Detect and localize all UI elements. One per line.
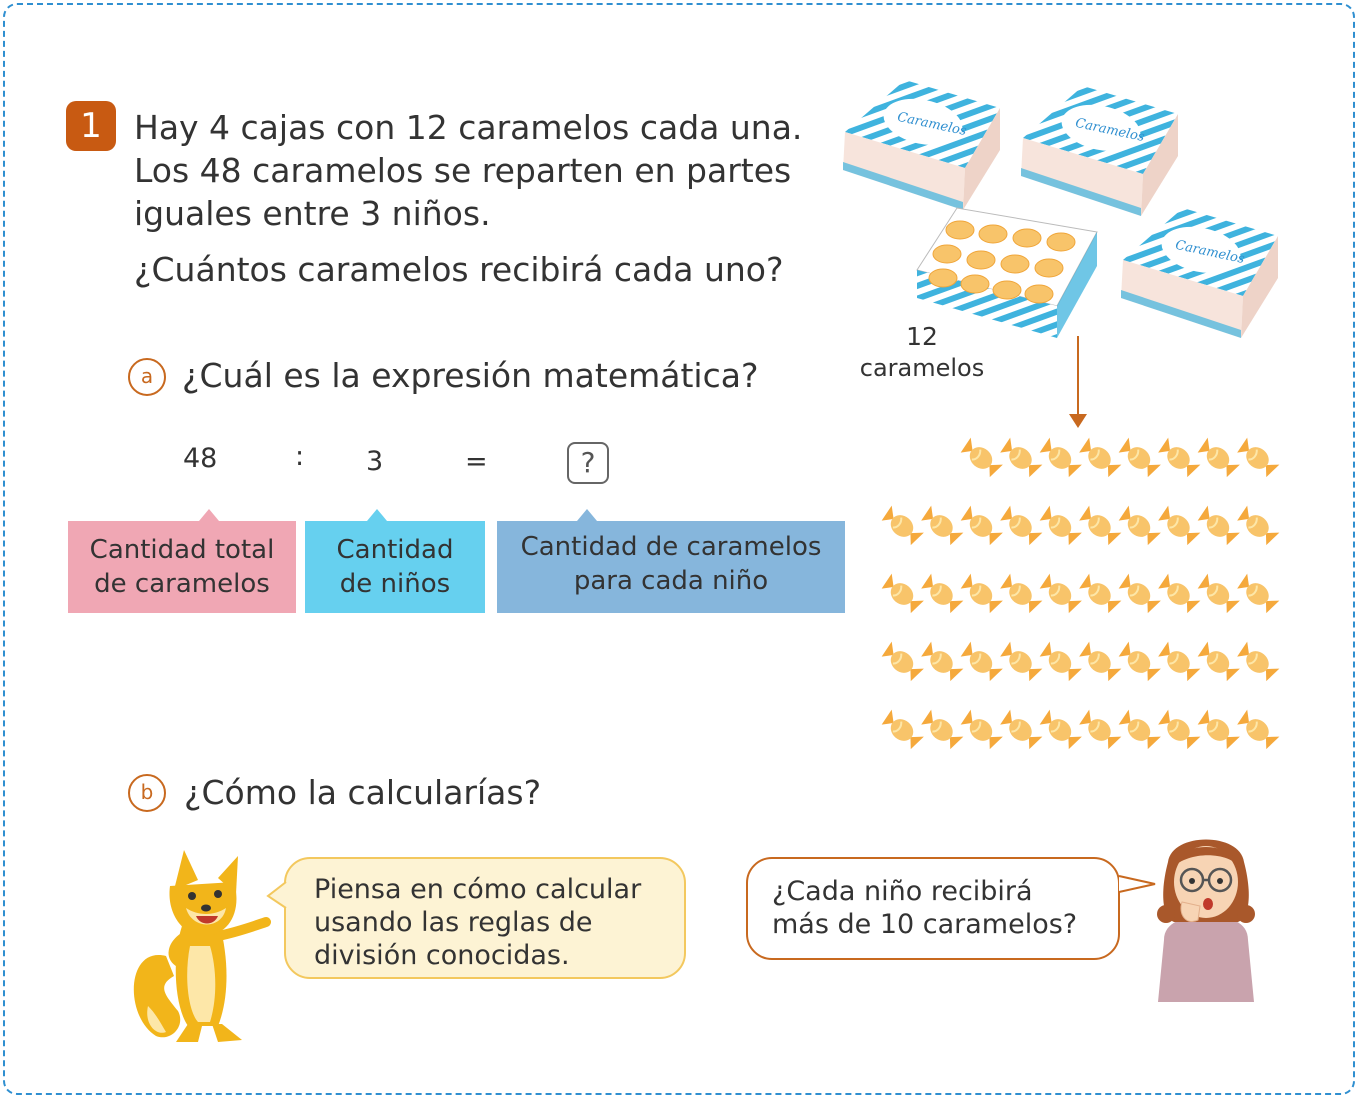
candy-48 — [1237, 709, 1280, 750]
candy-10 — [921, 505, 964, 546]
label-total-line1: Cantidad total — [89, 535, 275, 565]
part-a-question: ¿Cuál es la expresión matemática? — [182, 356, 759, 395]
part-b-question: ¿Cómo la calcularías? — [184, 773, 542, 812]
candy-36 — [1158, 641, 1201, 682]
candy-24 — [1079, 573, 1122, 614]
candy-13 — [1039, 505, 1082, 546]
candy-32 — [1000, 641, 1043, 682]
fox-bubble-line-2: usando las reglas de — [314, 907, 593, 938]
candy-28 — [1237, 573, 1280, 614]
expression-divisor: 3 — [366, 446, 384, 477]
candy-16 — [1158, 505, 1201, 546]
page-frame — [3, 3, 1355, 1095]
candy-11 — [960, 505, 1003, 546]
girl-bubble-tail — [1118, 875, 1156, 893]
fox-bubble-line-3: división conocidas. — [314, 940, 570, 971]
candy-37 — [1197, 641, 1240, 682]
candy-1 — [960, 437, 1003, 478]
candy-25 — [1118, 573, 1161, 614]
down-arrow — [1069, 336, 1087, 428]
candy-31 — [960, 641, 1003, 682]
girl-bubble-line-2: más de 10 caramelos? — [772, 909, 1078, 940]
caption-word: caramelos — [859, 354, 985, 382]
candy-15 — [1118, 505, 1161, 546]
candy-boxes-illustration: Caramelos — [843, 80, 1278, 338]
fox-bubble-tail — [266, 881, 287, 909]
candy-40 — [921, 709, 964, 750]
label-candies-per-child: Cantidad de caramelos para cada niño — [497, 509, 845, 613]
candy-9 — [881, 505, 924, 546]
closed-candy-box-1 — [843, 80, 1000, 210]
candy-12 — [1000, 505, 1043, 546]
closed-candy-box-2 — [1021, 86, 1178, 216]
expression-equals: = — [465, 446, 488, 477]
problem-line-1: Hay 4 cajas con 12 caramelos cada una. — [134, 108, 803, 147]
candy-43 — [1039, 709, 1082, 750]
fox-character — [133, 850, 271, 1042]
label-total-candies: Cantidad total de caramelos — [68, 509, 296, 613]
candy-26 — [1158, 573, 1201, 614]
girl-speech-bubble: ¿Cada niño recibirá más de 10 caramelos? — [746, 857, 1120, 960]
candy-4 — [1079, 437, 1122, 478]
label-number-of-children: Cantidad de niños — [305, 509, 485, 613]
closed-candy-box-3 — [1121, 208, 1278, 338]
candy-5 — [1118, 437, 1161, 478]
candy-44 — [1079, 709, 1122, 750]
candy-18 — [1237, 505, 1280, 546]
problem-line-2: Los 48 caramelos se reparten en partes — [134, 151, 792, 190]
part-a-marker: a — [128, 358, 166, 396]
expression-operator: : — [295, 441, 305, 472]
candy-14 — [1079, 505, 1122, 546]
candy-22 — [1000, 573, 1043, 614]
candy-8 — [1237, 437, 1280, 478]
candy-29 — [881, 641, 924, 682]
open-candy-box — [916, 207, 1098, 338]
label-children-line2: de niños — [339, 569, 451, 599]
candy-7 — [1197, 437, 1240, 478]
candy-38 — [1237, 641, 1280, 682]
expression-total: 48 — [183, 443, 218, 474]
unknown-answer-box: ? — [567, 442, 609, 484]
candy-41 — [960, 709, 1003, 750]
problem-number-badge: 1 — [66, 101, 116, 151]
label-children-line1: Cantidad — [336, 535, 454, 565]
candy-20 — [921, 573, 964, 614]
candy-19 — [881, 573, 924, 614]
candy-34 — [1079, 641, 1122, 682]
candy-47 — [1197, 709, 1240, 750]
candy-35 — [1118, 641, 1161, 682]
candy-23 — [1039, 573, 1082, 614]
candy-17 — [1197, 505, 1240, 546]
candy-33 — [1039, 641, 1082, 682]
candy-6 — [1158, 437, 1201, 478]
label-total-line2: de caramelos — [94, 569, 270, 599]
candy-45 — [1118, 709, 1161, 750]
fox-speech-bubble: Piensa en cómo calcular usando las regla… — [284, 857, 686, 979]
part-b-marker: b — [128, 774, 166, 812]
candy-46 — [1158, 709, 1201, 750]
candy-3 — [1039, 437, 1082, 478]
label-per-child-line1: Cantidad de caramelos — [520, 532, 822, 562]
label-per-child-line2: para cada niño — [573, 566, 769, 596]
problem-question: ¿Cuántos caramelos recibirá cada uno? — [134, 250, 784, 289]
candy-42 — [1000, 709, 1043, 750]
caption-number: 12 — [906, 322, 938, 351]
candy-2 — [1000, 437, 1043, 478]
candy-grid — [881, 437, 1280, 750]
girl-bubble-line-1: ¿Cada niño recibirá — [772, 876, 1033, 907]
candy-27 — [1197, 573, 1240, 614]
problem-line-3: iguales entre 3 niños. — [134, 194, 491, 233]
candy-21 — [960, 573, 1003, 614]
candy-30 — [921, 641, 964, 682]
candy-39 — [881, 709, 924, 750]
fox-bubble-line-1: Piensa en cómo calcular — [314, 874, 642, 905]
girl-character — [1157, 839, 1255, 1002]
